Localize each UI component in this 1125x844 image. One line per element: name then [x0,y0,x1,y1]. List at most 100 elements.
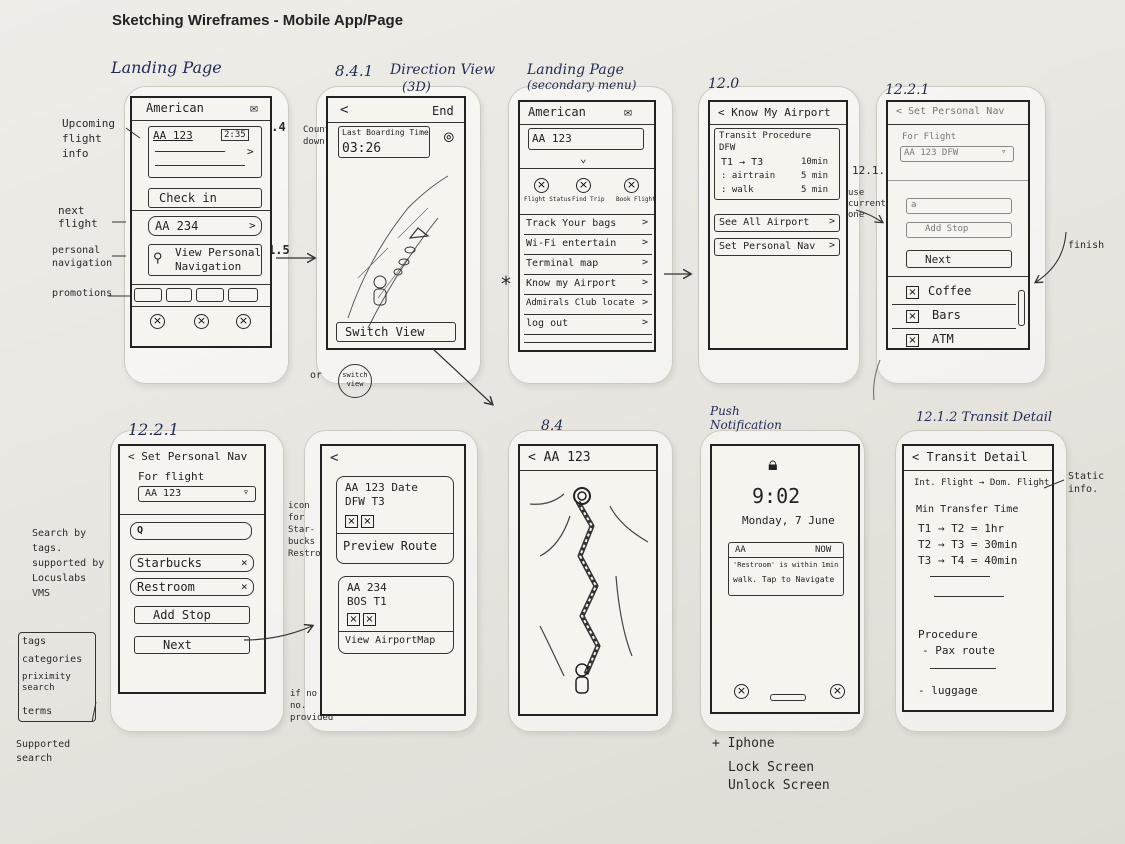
boarding-countdown: Last Boarding Time 03:26 [338,126,430,158]
personal-nav-label-1: View Personal [175,246,262,259]
scrollbar[interactable] [1018,290,1025,326]
header-divider [904,470,1052,471]
for-flight-label: For flight [138,470,205,483]
menu-item-terminal-map[interactable]: Terminal map > [524,256,652,275]
bars-checkbox[interactable]: × [906,310,919,323]
flight-card-line-1: AA 234 [347,581,387,594]
flight-card-line-2: DFW T3 [345,495,385,508]
menu-item-wifi[interactable]: Wi-Fi entertain > [524,236,652,255]
menu-item-logout[interactable]: log out > [524,316,652,335]
add-stop-button[interactable]: Add Stop [134,606,250,624]
clock-time: 9:02 [752,484,801,508]
back-icon[interactable]: < [340,102,349,118]
tab-icon-2[interactable]: × [194,314,209,329]
preview-route-button[interactable]: Preview Route [343,539,437,553]
result-bars: Bars [932,308,961,322]
see-all-airport-button[interactable]: See All Airport > [714,214,840,232]
menu-label: Terminal map [526,258,599,269]
search-icon: Q [137,525,144,536]
switch-view-button[interactable]: Switch View [336,322,456,342]
menu-label: log out [526,318,569,329]
end-button[interactable]: End [432,104,454,118]
screen-secondary-menu: American ✉ AA 123 ⌄ × × × Flight Status … [518,100,656,352]
set-personal-nav-button[interactable]: Set Personal Nav > [714,238,840,256]
personal-nav-button[interactable]: ⚲ View Personal Navigation [148,244,262,276]
camera-icon[interactable]: × [830,684,845,699]
remove-tag-icon[interactable]: × [241,556,248,569]
menu-label: Know my Airport [526,278,617,289]
search-input[interactable]: a [906,198,1012,214]
tag-starbucks[interactable]: Starbucks × [130,554,254,572]
lock-icon: 🔒︎ [768,454,778,475]
back-icon[interactable]: < [330,450,339,466]
search-type-3: terms [22,706,53,717]
book-flight-label: Book Flight [616,196,656,203]
flashlight-icon[interactable]: × [734,684,749,699]
upcoming-flight-card[interactable]: AA 123 2:35 > [148,126,262,178]
remove-tag-icon[interactable]: × [241,580,248,593]
transit-row-value: 10min [801,157,829,167]
mail-icon[interactable]: ✉ [624,105,632,120]
divider-2 [132,284,270,285]
note-search-tags: Search by tags. supported by Locuslabs V… [32,528,105,599]
mail-icon[interactable]: ✉ [250,101,258,116]
menu-item-admirals-club[interactable]: Admirals Club locate > [524,296,652,315]
menu-item-know-airport[interactable]: Know my Airport > [524,276,652,295]
menu-item-track-bags[interactable]: Track Your bags > [524,216,652,235]
flight-dropdown[interactable]: AA 123 DFW ▿ [900,146,1014,162]
tabbar-divider [132,306,270,307]
add-stop-button[interactable]: Add Stop [906,222,1012,238]
screen-route-map: < AA 123 [518,444,658,716]
result-coffee: Coffee [928,284,972,298]
heading-transit: 12.1.2 Transit Detail [916,410,1053,425]
tab-icon-3[interactable]: × [236,314,251,329]
transit-procedure-card[interactable]: Transit Procedure DFW T1 → T3 10min : ai… [714,128,840,200]
3d-map-sketch [347,175,449,329]
tab-icon-1[interactable]: × [150,314,165,329]
notification-message-1: 'Restroom' is within 1min [733,561,839,569]
next-button[interactable]: Next [906,250,1012,268]
header-divider [328,122,464,123]
promotion-tile-4[interactable] [228,288,258,302]
card-divider [337,533,453,534]
next-flight-card[interactable]: AA 234 > [148,216,262,236]
note-promotions: promotions [52,288,113,299]
check-in-button[interactable]: Check in [148,188,262,208]
transfer-row-2: T2 → T3 = 30min [918,538,1018,551]
flight-card[interactable]: AA 123 [528,128,644,150]
chevron-right-icon: > [247,145,254,158]
flight-card-1[interactable]: AA 123 Date DFW T3 × × Preview Route [336,476,454,564]
divider-1 [132,210,270,211]
flight-status-icon[interactable]: × [534,178,549,193]
coffee-checkbox[interactable]: × [906,286,919,299]
next-flight-number: AA 234 [155,219,199,233]
find-trip-icon[interactable]: × [576,178,591,193]
tag-label: Starbucks [137,556,203,570]
switch-view-circle[interactable]: switch view [338,364,372,398]
note-personal-nav: personal navigation [52,245,113,269]
flight-card-2[interactable]: AA 234 BOS T1 × × View AirportMap [338,576,454,654]
book-flight-icon[interactable]: × [624,178,639,193]
result-atm: ATM [932,332,954,346]
map-pin-icon[interactable]: ⌾ [444,128,454,147]
chevron-down-icon[interactable]: ⌄ [580,152,587,165]
header-divider [132,120,270,121]
pax-route-label: - Pax route [922,644,995,657]
search-input[interactable]: Q [130,522,252,540]
note-static-info: Static info. [1068,471,1105,495]
promotion-tile-2[interactable] [166,288,192,302]
home-indicator[interactable] [770,694,806,701]
atm-checkbox[interactable]: × [906,334,919,347]
header-divider [888,124,1028,125]
min-transfer-label: Min Transfer Time [916,504,1019,515]
flight-dropdown[interactable]: AA 123 ▿ [138,486,256,502]
view-airport-map-button[interactable]: View AirportMap [345,635,436,646]
search-type-2: priximity search [22,672,71,693]
chevron-down-icon: ▿ [243,487,250,498]
notification-card[interactable]: AA NOW 'Restroom' is within 1min walk. T… [728,542,844,596]
next-button[interactable]: Next [134,636,250,654]
tag-restroom[interactable]: Restroom × [130,578,254,596]
promotion-tile-1[interactable] [134,288,162,302]
promotion-tile-3[interactable] [196,288,224,302]
screen-header: < Set Personal Nav [128,450,248,463]
